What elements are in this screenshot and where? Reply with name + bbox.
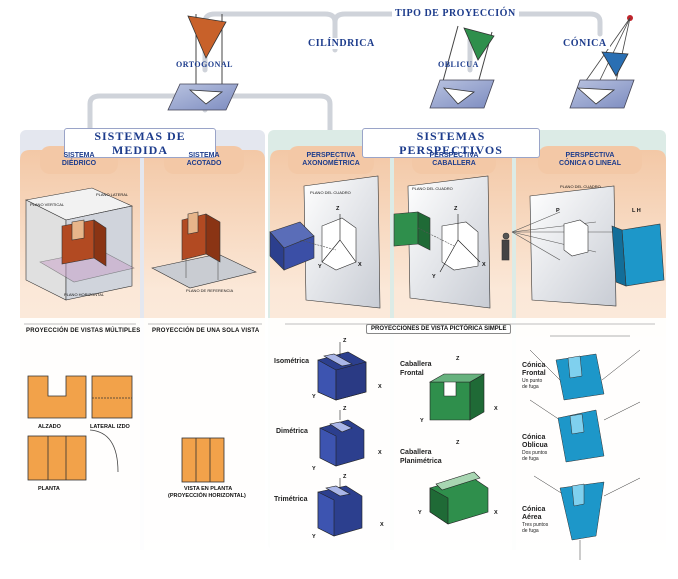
svg-text:PLANO DEL CUADRO: PLANO DEL CUADRO <box>560 184 601 189</box>
iso-x-label: X <box>378 384 382 390</box>
axo-z-label: Z <box>336 206 340 212</box>
isometrica-label: Isométrica <box>274 358 310 365</box>
tri-x-label: X <box>380 522 384 528</box>
conica-aerea-line2: Aérea <box>522 514 542 521</box>
cabf-z-label: Z <box>456 356 460 362</box>
cab-z-label: Z <box>454 206 458 212</box>
svg-text:PLANO DEL CUADRO: PLANO DEL CUADRO <box>310 190 351 195</box>
column-diedrico-line1: SISTEMA <box>63 152 95 159</box>
ortogonal-label: ORTOGONAL <box>176 60 233 69</box>
conica-oblicua-line1: Cónica <box>522 434 546 441</box>
column-axonometrica: PERSPECTIVA AXONOMÉTRICA <box>288 152 374 168</box>
planta-label: PLANTA <box>38 486 60 492</box>
conica-parts <box>529 335 641 560</box>
cab-x-label: X <box>482 262 486 268</box>
lh-label: L H <box>632 208 641 214</box>
caballera-planimetrica-line1: Caballera <box>400 449 432 456</box>
conica-perspective-illustration: PLANO DEL CUADRO <box>501 184 665 307</box>
column-caballera: PERSPECTIVA CABALLERA <box>412 152 496 168</box>
caballera-frontal-line2: Frontal <box>400 370 424 377</box>
axo-x-label: X <box>358 262 362 268</box>
tri-y-label: Y <box>312 534 316 540</box>
pictorica-subtitle: PROYECCIONES DE VISTA PICTÓRICA SIMPLE <box>366 324 512 334</box>
cab-y-label: Y <box>432 274 436 280</box>
dim-y-label: Y <box>312 466 316 472</box>
sistemas-perspectivos-title: SISTEMAS PERSPECTIVOS <box>362 128 540 158</box>
caballera-illustration: PLANO DEL CUADRO <box>393 175 491 309</box>
cabf-x-label: X <box>494 406 498 412</box>
conica-label: CÓNICA <box>560 38 610 49</box>
alzado-label: ALZADO <box>38 424 61 430</box>
conica-icon <box>569 15 635 109</box>
column-conica-line1: PERSPECTIVA <box>565 152 615 159</box>
vista-planta-label-1: VISTA EN PLANTA <box>184 486 233 492</box>
svg-text:PLANO HORIZONTAL: PLANO HORIZONTAL <box>64 292 105 297</box>
conica-frontal-line4: de fuga <box>522 384 539 390</box>
cabp-x-label: X <box>494 510 498 516</box>
column-axonometrica-line2: AXONOMÉTRICA <box>302 160 360 167</box>
column-caballera-line1: PERSPECTIVA <box>429 152 479 159</box>
cabp-z-label: Z <box>456 440 460 446</box>
column-acotado-line1: SISTEMA <box>188 152 220 159</box>
conica-oblicua-line4: de fuga <box>522 456 539 462</box>
oblicua-icon <box>429 25 495 109</box>
caballera-frontal-line1: Caballera <box>400 361 432 368</box>
lateral-label: LATERAL IZDO <box>90 424 130 430</box>
multiview-drawings <box>27 375 225 483</box>
conica-aerea-line1: Cónica <box>522 506 546 513</box>
tree-connectors <box>87 11 603 133</box>
column-acotado-line2: ACOTADO <box>186 160 222 167</box>
conica-oblicua-line3: Dos puntos <box>522 450 548 456</box>
tri-z-label: Z <box>343 474 347 480</box>
conica-frontal-label: Cónica Frontal Un punto de fuga <box>522 362 546 390</box>
sola-vista-subtitle: PROYECCIÓN DE UNA SOLA VISTA <box>152 328 260 334</box>
dim-x-label: X <box>378 450 382 456</box>
conica-frontal-line1: Cónica <box>522 362 546 369</box>
cabp-y-label: Y <box>418 510 422 516</box>
dim-z-label: Z <box>343 406 347 412</box>
caballera-frontal-label: Caballera Frontal <box>400 360 432 378</box>
caballera-planimetrica-label: Caballera Planimétrica <box>400 448 442 466</box>
caballera-planimetrica-line2: Planimétrica <box>400 458 442 465</box>
column-conica: PERSPECTIVA CÓNICA O LINEAL <box>538 152 642 168</box>
svg-text:PLANO DE REFERENCIA: PLANO DE REFERENCIA <box>186 288 233 293</box>
axonometric-parts <box>317 342 367 537</box>
column-caballera-line2: CABALLERA <box>432 160 476 167</box>
caballera-parts <box>428 373 489 525</box>
iso-y-label: Y <box>312 394 316 400</box>
ortogonal-icon <box>167 14 239 111</box>
dimetrica-label: Dimétrica <box>276 428 308 435</box>
conica-aerea-label: Cónica Aérea Tres puntos de fuga <box>522 506 548 534</box>
iso-z-label: Z <box>343 338 347 344</box>
oblicua-label: OBLICUA <box>438 60 479 69</box>
conica-oblicua-line2: Oblicua <box>522 442 548 449</box>
cilindrica-label: CILÍNDRICA <box>305 38 378 49</box>
conica-frontal-line2: Frontal <box>522 370 546 377</box>
svg-text:PLANO DEL CUADRO: PLANO DEL CUADRO <box>412 186 453 191</box>
cabf-y-label: Y <box>420 418 424 424</box>
conica-aerea-line4: de fuga <box>522 528 539 534</box>
trimetrica-label: Trimétrica <box>274 496 308 503</box>
svg-text:PLANO LATERAL: PLANO LATERAL <box>96 192 129 197</box>
conica-p-label: P <box>556 208 560 214</box>
column-diedrico: SISTEMA DIÉDRICO <box>40 152 118 168</box>
column-diedrico-line2: DIÉDRICO <box>61 160 97 167</box>
tipo-proyeccion-label: TIPO DE PROYECCIÓN <box>392 8 519 19</box>
conica-aerea-line3: Tres puntos <box>522 522 549 528</box>
sistemas-medida-title: SISTEMAS DE MEDIDA <box>64 128 216 158</box>
column-acotado: SISTEMA ACOTADO <box>164 152 244 168</box>
column-axonometrica-line1: PERSPECTIVA <box>306 152 356 159</box>
vista-planta-label-2: (PROYECCIÓN HORIZONTAL) <box>168 493 246 499</box>
vistas-multiples-subtitle: PROYECCIÓN DE VISTAS MÚLTIPLES <box>26 328 141 334</box>
axonometrica-illustration: PLANO DEL CUADRO <box>269 175 381 309</box>
acotado-illustration: PLANO DE REFERENCIA <box>151 211 257 293</box>
conica-frontal-line3: Un punto <box>522 378 543 384</box>
axo-y-label: Y <box>318 264 322 270</box>
conica-oblicua-label: Cónica Oblicua Dos puntos de fuga <box>522 434 548 462</box>
svg-text:PLANO VERTICAL: PLANO VERTICAL <box>30 202 65 207</box>
diedrico-illustration: PLANO VERTICAL PLANO LATERAL PLANO HORIZ… <box>25 187 135 301</box>
column-conica-line2: CÓNICA O LINEAL <box>559 160 621 167</box>
